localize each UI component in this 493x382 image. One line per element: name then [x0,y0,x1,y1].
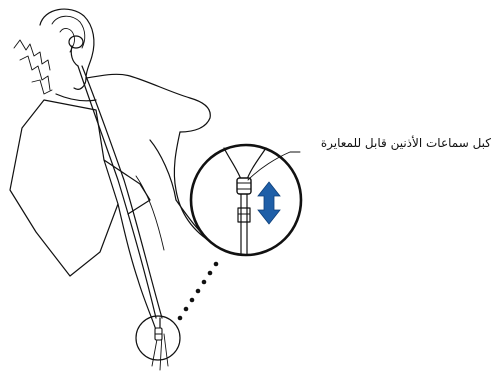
magnified-detail-circle [191,145,301,255]
slider-detail-circle [136,316,180,360]
dotted-connector [178,262,219,321]
hair-outline [14,40,52,94]
shirt-outline [10,100,214,330]
adjustable-cable-callout-label: كبل سماعات الأذنين قابل للمعايرة [285,136,491,150]
earbud [69,36,83,66]
